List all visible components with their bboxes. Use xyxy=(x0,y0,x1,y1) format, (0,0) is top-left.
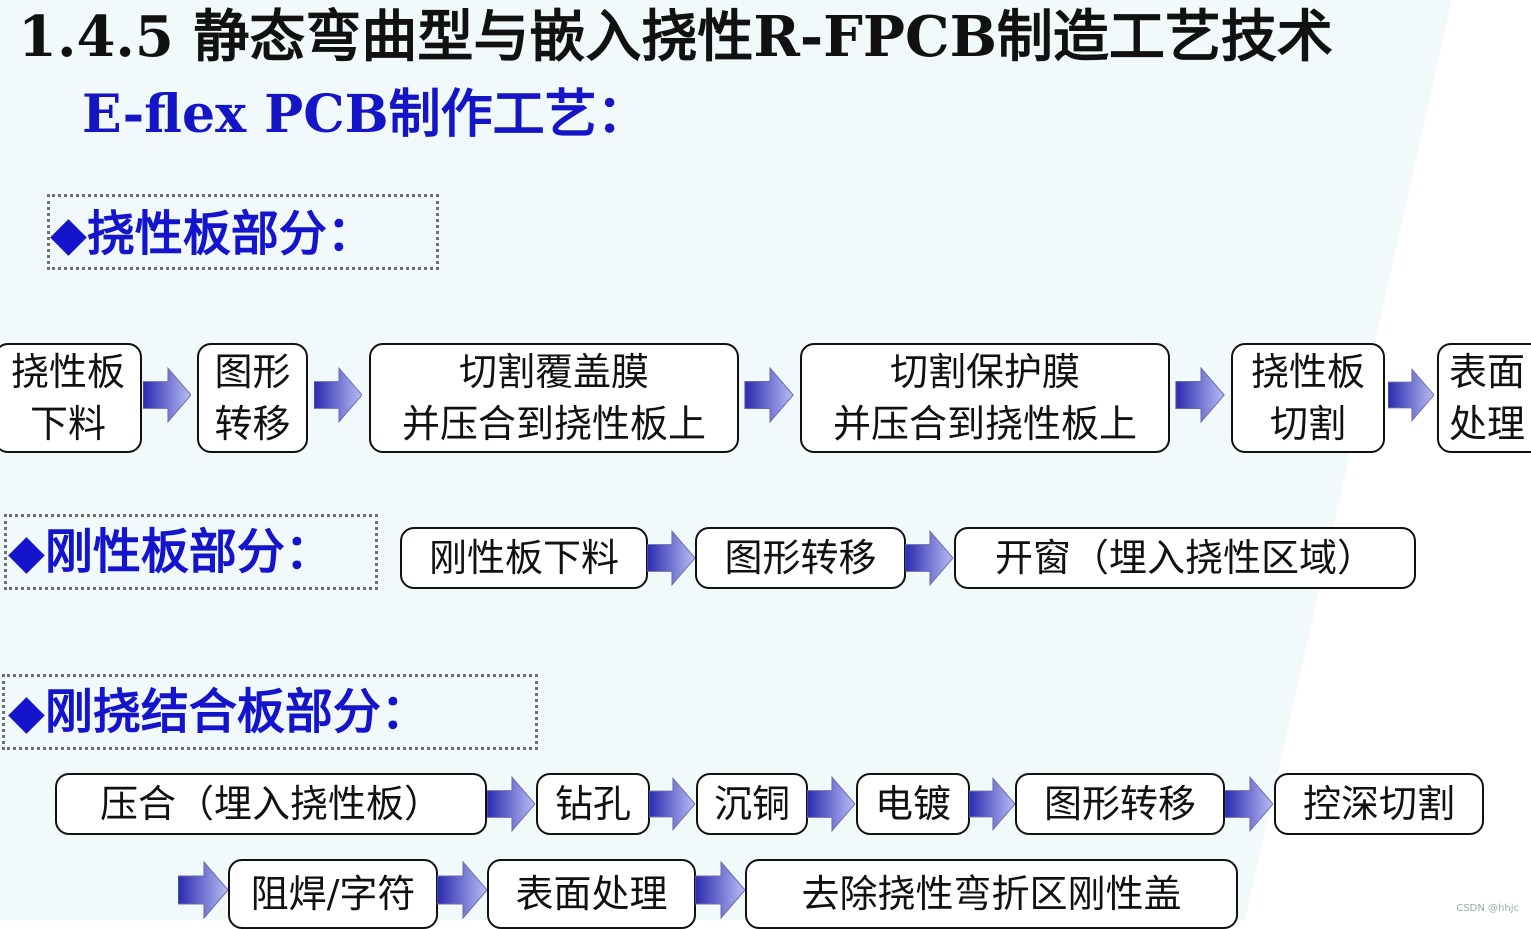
rigidflex-step-8: 表面处理 xyxy=(487,859,696,929)
section-frame-flex xyxy=(47,194,439,270)
flex-step-1: 挠性板下料 xyxy=(0,343,142,453)
arrow-right-icon xyxy=(1388,366,1434,424)
section-label-flex: ◆挠性板部分： xyxy=(50,206,375,262)
diamond-icon: ◆ xyxy=(8,524,45,580)
diamond-icon: ◆ xyxy=(8,684,45,740)
page-title: 1.4.5 静态弯曲型与嵌入挠性R-FPCB制造工艺技术 xyxy=(18,4,1333,70)
arrow-right-icon xyxy=(969,773,1015,835)
rigidflex-step-2: 钻孔 xyxy=(536,773,650,835)
rigidflex-step-9: 去除挠性弯折区刚性盖 xyxy=(745,859,1238,929)
page-subtitle: E-flex PCB制作工艺： xyxy=(82,84,649,145)
arrow-right-icon xyxy=(744,366,794,424)
flex-step-5: 挠性板切割 xyxy=(1231,343,1385,453)
rigidflex-step-3: 沉铜 xyxy=(696,773,808,835)
rigidflex-step-5: 图形转移 xyxy=(1015,773,1225,835)
section-label-rigidflex: ◆刚挠结合板部分： xyxy=(8,684,429,740)
section-label-rigid: ◆刚性板部分： xyxy=(8,524,333,580)
flex-step-4: 切割保护膜并压合到挠性板上 xyxy=(800,343,1170,453)
flex-step-6: 表面处理 xyxy=(1437,343,1531,453)
arrow-right-icon xyxy=(1175,366,1225,424)
arrow-right-icon xyxy=(647,527,695,589)
rigidflex-step-6: 控深切割 xyxy=(1274,773,1484,835)
section-frame-rigid xyxy=(4,514,378,590)
arrow-right-icon xyxy=(695,860,745,920)
arrow-right-icon xyxy=(905,527,953,589)
section-frame-rigidflex xyxy=(2,674,538,750)
flex-step-2: 图形转移 xyxy=(197,343,308,453)
rigidflex-step-1: 压合（埋入挠性板） xyxy=(55,773,487,835)
arrow-right-icon xyxy=(178,860,228,920)
arrow-right-icon xyxy=(437,860,487,920)
arrow-right-icon xyxy=(487,773,535,835)
arrow-right-icon xyxy=(143,366,191,424)
arrow-right-icon xyxy=(1225,773,1273,835)
rigid-step-2: 图形转移 xyxy=(695,527,906,589)
arrow-right-icon xyxy=(314,366,362,424)
diamond-icon: ◆ xyxy=(50,206,87,262)
rigid-step-1: 刚性板下料 xyxy=(400,527,648,589)
rigidflex-step-4: 电镀 xyxy=(856,773,970,835)
rigid-step-3: 开窗（埋入挠性区域） xyxy=(954,527,1416,589)
flex-step-3: 切割覆盖膜并压合到挠性板上 xyxy=(369,343,739,453)
rigidflex-step-7: 阻焊/字符 xyxy=(228,859,438,929)
watermark: CSDN @hhjc xyxy=(1456,903,1519,914)
arrow-right-icon xyxy=(649,773,695,835)
arrow-right-icon xyxy=(807,773,855,835)
